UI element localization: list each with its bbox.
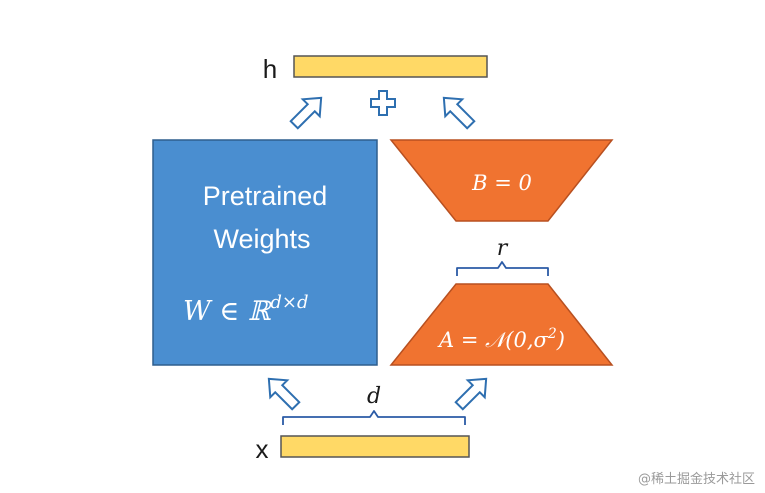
a-math-superscript: 2 xyxy=(547,326,557,342)
b-math-label: B = 0 xyxy=(471,171,532,195)
x-label: x xyxy=(256,434,269,464)
r-brace xyxy=(456,261,549,276)
a-math-main: A = 𝒩(0,σ xyxy=(437,328,548,352)
a-math-label: A = 𝒩(0,σ2) xyxy=(437,326,565,352)
pretrained-weights-block xyxy=(152,139,378,366)
arrow-up-right-icon xyxy=(289,96,323,130)
arrow-up-left-icon xyxy=(442,96,476,130)
x-vector xyxy=(280,435,470,458)
weight-math-superscript: d×d xyxy=(270,292,308,313)
watermark: @稀土掘金技术社区 xyxy=(637,472,755,487)
d-label: d xyxy=(367,384,381,409)
arrow-input-left-icon xyxy=(267,377,301,411)
weight-math-base: W ∈ ℝ xyxy=(183,296,272,327)
pretrained-label-line1: Pretrained xyxy=(203,181,328,211)
weight-dimension-math: W ∈ ℝd×d xyxy=(183,292,308,327)
pretrained-label-line2: Weights xyxy=(213,224,310,254)
plus-icon xyxy=(370,90,396,116)
d-brace xyxy=(282,410,466,425)
h-vector xyxy=(293,55,488,78)
a-math-close: ) xyxy=(556,328,565,352)
lora-a-block xyxy=(389,283,614,366)
h-label: h xyxy=(263,54,277,84)
r-label: r xyxy=(497,236,509,261)
lora-b-block xyxy=(389,139,614,222)
arrow-input-right-icon xyxy=(454,377,488,411)
